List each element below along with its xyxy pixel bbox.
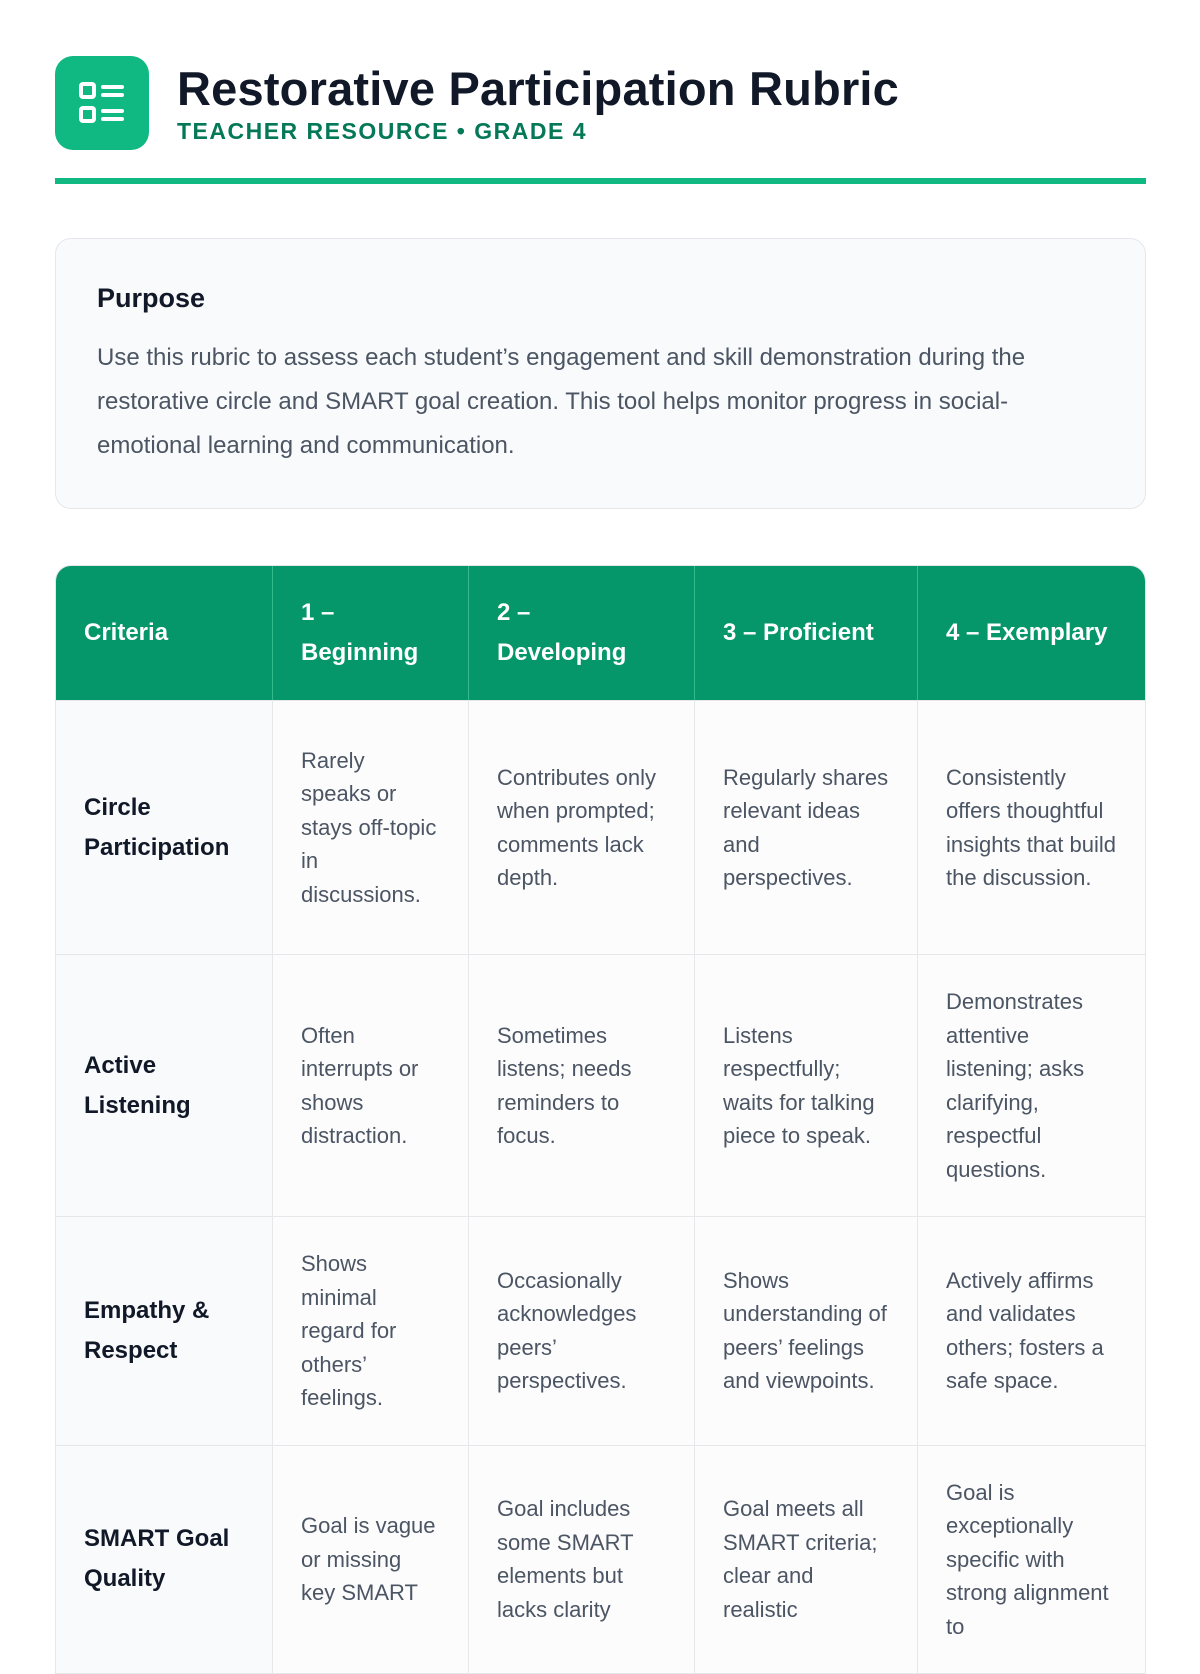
column-header: 2 – Developing <box>469 566 695 700</box>
rubric-cell: Occasionally acknowledges peers’ perspec… <box>469 1216 695 1445</box>
criteria-cell: SMART Goal Quality <box>56 1444 273 1673</box>
rubric-cell: Actively affirms and validates others; f… <box>918 1216 1145 1445</box>
rubric-table: Criteria 1 – Beginning 2 – Developing 3 … <box>55 565 1146 1674</box>
table-row: SMART Goal Quality Goal is vague or miss… <box>56 1444 1145 1673</box>
rubric-cell: Shows understanding of peers’ feelings a… <box>695 1216 918 1445</box>
table-row: Active Listening Often interrupts or sho… <box>56 954 1145 1216</box>
rubric-cell: Often interrupts or shows distraction. <box>273 954 469 1216</box>
rubric-cell: Listens respectfully; waits for talking … <box>695 954 918 1216</box>
column-header: 3 – Proficient <box>695 566 918 700</box>
rubric-cell: Goal is vague or missing key SMART <box>273 1444 469 1673</box>
column-header: Criteria <box>56 566 273 700</box>
header-divider <box>55 178 1146 184</box>
table-row: Circle Participation Rarely speaks or st… <box>56 700 1145 954</box>
column-header: 1 – Beginning <box>273 566 469 700</box>
page-header: Restorative Participation Rubric TEACHER… <box>55 0 1146 150</box>
page-title: Restorative Participation Rubric <box>177 61 900 115</box>
criteria-cell: Empathy & Respect <box>56 1216 273 1445</box>
purpose-text: Use this rubric to assess each student’s… <box>97 344 1026 459</box>
purpose-card: Purpose Use this rubric to assess each s… <box>55 238 1146 509</box>
table-header-row: Criteria 1 – Beginning 2 – Developing 3 … <box>56 566 1145 700</box>
table-row: Empathy & Respect Shows minimal regard f… <box>56 1216 1145 1445</box>
rubric-cell: Shows minimal regard for others’ feeling… <box>273 1216 469 1445</box>
rubric-cell: Goal includes some SMART elements but la… <box>469 1444 695 1673</box>
rubric-cell: Demonstrates attentive listening; asks c… <box>918 954 1145 1216</box>
purpose-heading: Purpose <box>97 283 206 313</box>
rubric-cell: Consistently offers thoughtful insights … <box>918 700 1145 954</box>
rubric-cell: Contributes only when prompted; comments… <box>469 700 695 954</box>
rubric-cell: Regularly shares relevant ideas and pers… <box>695 700 918 954</box>
rubric-cell: Rarely speaks or stays off-topic in disc… <box>273 700 469 954</box>
rubric-cell: Goal is exceptionally specific with stro… <box>918 1444 1145 1673</box>
page-subtitle: TEACHER RESOURCE • GRADE 4 <box>177 117 587 144</box>
criteria-cell: Circle Participation <box>56 700 273 954</box>
criteria-cell: Active Listening <box>56 954 273 1216</box>
checklist-icon <box>55 56 149 150</box>
column-header: 4 – Exemplary <box>918 566 1145 700</box>
rubric-cell: Goal meets all SMART criteria; clear and… <box>695 1444 918 1673</box>
rubric-cell: Sometimes listens; needs reminders to fo… <box>469 954 695 1216</box>
